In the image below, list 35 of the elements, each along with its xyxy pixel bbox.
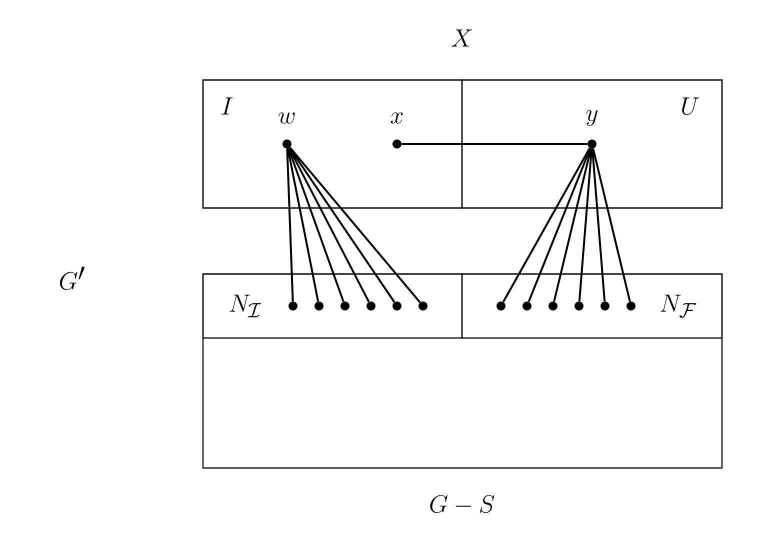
- edge-line: [528, 148, 592, 302]
- edge-line: [553, 148, 592, 302]
- edge-line: [592, 148, 631, 302]
- edge-line: [578, 148, 593, 302]
- edge-line: [502, 148, 591, 302]
- vertex-dot: [314, 302, 324, 310]
- vertex-dot: [626, 302, 636, 310]
- vertex-dot: [340, 302, 350, 310]
- vertex-dot: [288, 302, 298, 310]
- edge-line: [591, 148, 606, 302]
- vertex-label: $x$: [390, 112, 403, 124]
- vertex-label: $w$: [278, 112, 295, 124]
- math-label: $G - S$: [430, 494, 494, 513]
- vertex-dot: [496, 302, 506, 310]
- vertex-dot: [418, 302, 428, 310]
- edge-line: [288, 148, 344, 302]
- vertex-dot: [600, 302, 610, 310]
- vertex-dot: [522, 302, 532, 310]
- vertex-dot: [366, 302, 376, 310]
- edge-line: [402, 143, 588, 145]
- edge-line: [289, 146, 421, 304]
- vertex-label: $y$: [586, 110, 598, 126]
- graph-label: $G'$: [60, 266, 84, 290]
- vertex-dot: [392, 302, 402, 310]
- math-label: $N_{\mathcal{F}}$: [660, 294, 696, 318]
- edge-line: [286, 148, 294, 302]
- math-label: $U$: [682, 98, 699, 116]
- edge-line: [286, 148, 320, 302]
- vertex-dot: [574, 302, 584, 310]
- vertex-dot: [548, 302, 558, 310]
- math-label: $I$: [222, 98, 233, 114]
- edge-line: [288, 147, 396, 303]
- math-label: $N_{\mathcal{I}}$: [230, 294, 262, 318]
- edge-line: [288, 148, 370, 302]
- math-label: $X$: [452, 30, 472, 46]
